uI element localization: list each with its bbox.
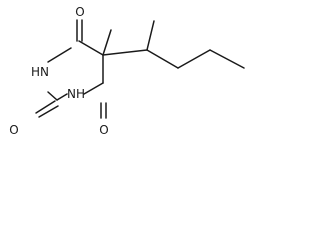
atom-label-nh-lower: NH <box>67 87 85 101</box>
bond-ch2-ch2 <box>177 49 211 69</box>
atom-label-o-bottom: O <box>99 123 108 137</box>
molecule-structure: O HN NH O O <box>9 5 245 137</box>
bond-c2-o-left-2 <box>38 105 59 118</box>
bond-n1-c2 <box>56 93 68 101</box>
atom-label-nh-upper: HN <box>31 65 49 79</box>
bond-c6-n1 <box>83 82 104 95</box>
bond-c5-ch <box>102 49 148 56</box>
atom-label-o-left: O <box>9 123 18 137</box>
bond-c4-c5 <box>78 40 104 56</box>
bond-ch2-ch3 <box>209 49 245 69</box>
bond-ch-ch2 <box>146 49 179 69</box>
bond-c5-methyl <box>102 29 112 56</box>
bond-n3-c4 <box>47 47 72 63</box>
bond-c2-n3 <box>47 91 58 101</box>
bond-ch-methyl <box>146 20 155 51</box>
atom-label-o-top: O <box>75 5 84 19</box>
bond-c2-o-left <box>35 100 56 114</box>
